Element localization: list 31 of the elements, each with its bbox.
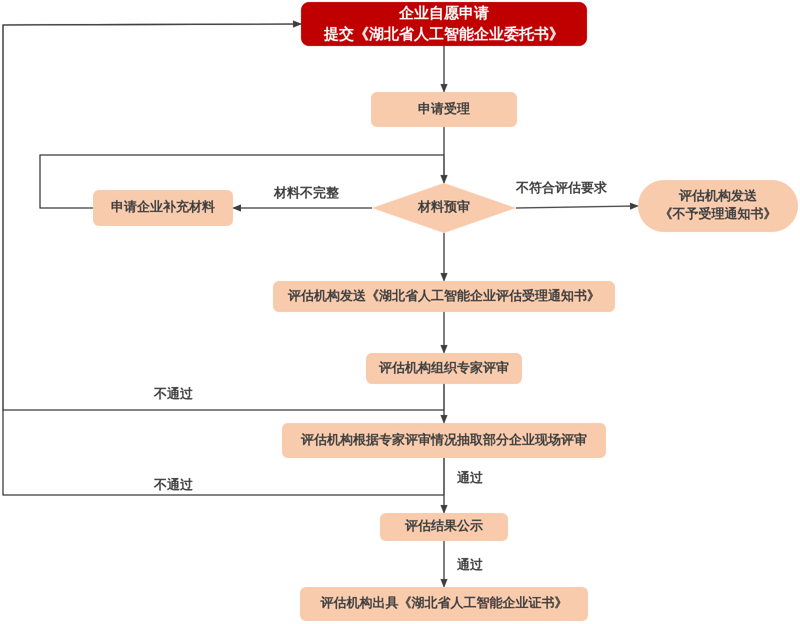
node-text: 《不予受理通知书》 <box>660 206 776 224</box>
node-text: 企业自愿申请 <box>399 3 489 24</box>
node-text: 评估结果公示 <box>405 518 483 536</box>
node-text: 评估机构发送 <box>679 188 757 206</box>
edge-label: 不符合评估要求 <box>514 181 609 198</box>
arrow <box>440 312 448 354</box>
start-box <box>301 2 587 46</box>
arrow <box>440 233 448 282</box>
process-box <box>371 92 517 127</box>
process-box <box>380 513 508 541</box>
terminal-box <box>638 180 798 232</box>
process-box <box>273 281 615 312</box>
arrow <box>440 46 448 93</box>
node-text: 申请受理 <box>418 100 470 118</box>
node-text: 评估机构出具《湖北省人工智能企业证书》 <box>320 595 568 613</box>
node-text: 材料预审 <box>418 199 470 217</box>
decision-diamond <box>372 183 516 233</box>
arrow <box>440 541 448 588</box>
arrow <box>2 20 445 496</box>
node-text: 评估机构根据专家评审情况抽取部分企业现场评审 <box>301 432 587 450</box>
node-text: 评估机构组织专家评审 <box>379 360 509 378</box>
arrow <box>232 204 372 212</box>
node-text: 提交《湖北省人工智能企业委托书》 <box>324 24 564 45</box>
node-text: 评估机构发送《湖北省人工智能企业评估受理通知书》 <box>288 288 600 306</box>
arrow <box>516 202 639 210</box>
process-box <box>366 353 522 384</box>
node-text: 申请企业补充材料 <box>111 199 215 217</box>
process-box <box>300 587 588 621</box>
process-box <box>93 190 233 226</box>
process-box <box>282 423 606 458</box>
arrow <box>39 154 448 209</box>
